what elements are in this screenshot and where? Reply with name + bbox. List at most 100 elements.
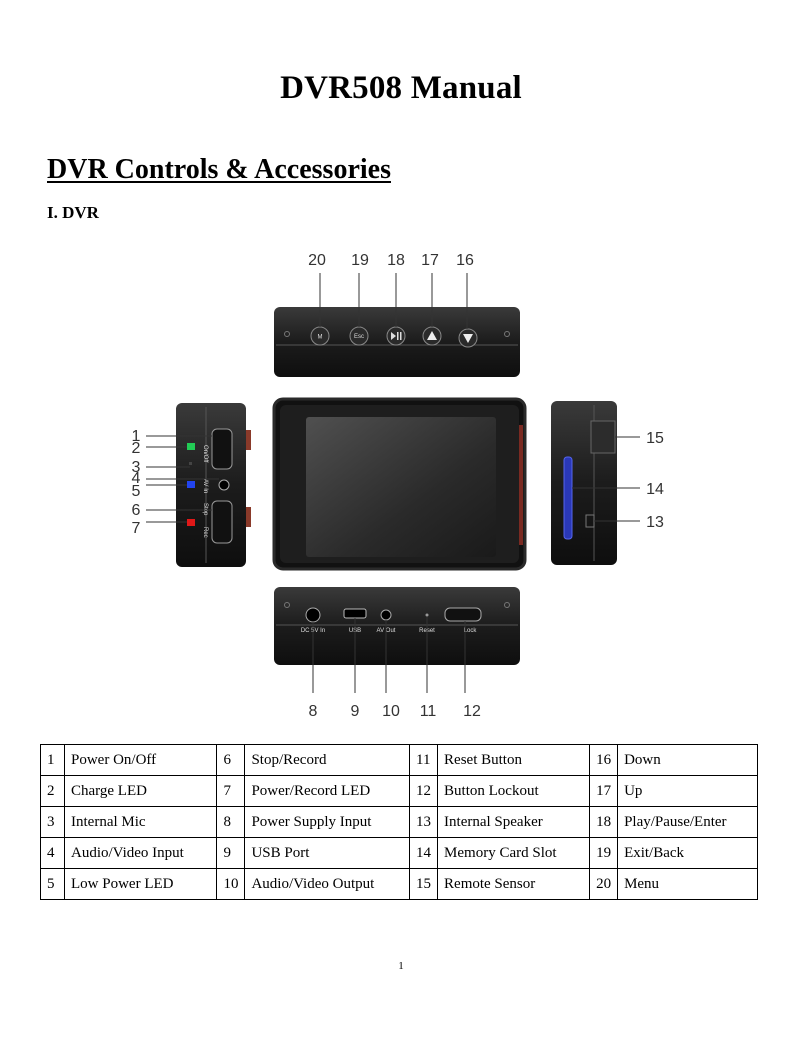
usb-port (343, 608, 367, 619)
av-in-jack (218, 479, 230, 491)
legend-number: 11 (409, 744, 439, 776)
lock-switch (444, 607, 482, 622)
table-row: 1 Power On/Off 6 Stop/Record 11 Reset Bu… (40, 744, 758, 776)
legend-number: 13 (409, 806, 439, 838)
subsection-heading: I. DVR (47, 203, 99, 222)
av-in-label: AV In (202, 479, 208, 493)
legend-label: Audio/Video Output (244, 868, 411, 900)
legend-number: 4 (40, 837, 65, 869)
callout-5: 5 (132, 483, 141, 500)
legend-label: Remote Sensor (437, 868, 591, 900)
lock-label: Lock (464, 628, 478, 634)
table-row: 3 Internal Mic 8 Power Supply Input 13 I… (40, 806, 758, 838)
dvr-left-view: On/Off AV In Stop Rec (176, 403, 251, 567)
legend-label: Internal Mic (63, 806, 218, 838)
legend-number: 15 (409, 868, 439, 900)
play-pause-icon (391, 332, 402, 340)
callout-numbers: 1 2 3 4 5 6 7 8 9 10 11 12 13 14 15 16 1… (132, 252, 664, 720)
legend-label: Down (617, 744, 758, 776)
charge-led (187, 443, 195, 450)
menu-button-label: M (318, 335, 323, 341)
memory-card-slot (563, 456, 573, 540)
power-switch (211, 428, 233, 470)
controls-legend-table: 1 Power On/Off 6 Stop/Record 11 Reset Bu… (40, 744, 758, 900)
legend-label: Play/Pause/Enter (617, 806, 758, 838)
legend-label: Menu (617, 868, 758, 900)
dvr-front-view (272, 397, 527, 571)
legend-label: USB Port (244, 837, 411, 869)
legend-label: Power/Record LED (244, 775, 411, 807)
dc-in-jack (305, 607, 321, 623)
callout-12: 12 (463, 703, 481, 720)
up-arrow-icon (427, 331, 437, 340)
legend-label: Button Lockout (437, 775, 591, 807)
stop-record-switch (211, 500, 233, 544)
legend-label: Up (617, 775, 758, 807)
callout-7: 7 (132, 520, 141, 537)
callout-lines (146, 273, 640, 693)
legend-label: Stop/Record (244, 744, 411, 776)
legend-number: 16 (589, 744, 619, 776)
callout-16: 16 (456, 252, 474, 269)
callout-1: 1 (132, 428, 141, 445)
dvr-figure: M Esc On/Off AV In Stop Rec (132, 252, 664, 720)
dvr-top-view: M Esc (274, 307, 520, 377)
callout-2: 2 (132, 440, 141, 457)
reset-hole (425, 613, 429, 617)
document-title: DVR508 Manual (280, 70, 522, 106)
table-row: 4 Audio/Video Input 9 USB Port 14 Memory… (40, 837, 758, 869)
rec-label: Rec (202, 527, 208, 538)
legend-label: Memory Card Slot (437, 837, 591, 869)
remote-sensor (590, 420, 616, 454)
legend-label: Low Power LED (63, 868, 218, 900)
table-row: 2 Charge LED 7 Power/Record LED 12 Butto… (40, 775, 758, 807)
legend-number: 14 (409, 837, 439, 869)
callout-13: 13 (646, 514, 664, 531)
down-arrow-icon (463, 334, 473, 343)
callout-10: 10 (382, 703, 400, 720)
legend-number: 6 (216, 744, 246, 776)
legend-number: 10 (216, 868, 246, 900)
legend-number: 17 (589, 775, 619, 807)
on-off-label: On/Off (202, 445, 208, 463)
legend-number: 9 (216, 837, 246, 869)
av-out-jack (380, 609, 392, 621)
legend-number: 7 (216, 775, 246, 807)
esc-button-label: Esc (354, 334, 364, 340)
lcd-screen (306, 417, 496, 557)
mic-hole (189, 462, 192, 465)
callout-3: 3 (132, 459, 141, 476)
legend-number: 5 (40, 868, 65, 900)
legend-label: Reset Button (437, 744, 591, 776)
callout-19: 19 (351, 252, 369, 269)
legend-label: Charge LED (63, 775, 218, 807)
dvr-bottom-view: DC 5V In USB AV Out Reset Lock (274, 587, 520, 665)
power-record-led (187, 519, 195, 526)
legend-label: Exit/Back (617, 837, 758, 869)
callout-20: 20 (308, 252, 326, 269)
callout-17: 17 (421, 252, 439, 269)
legend-number: 1 (40, 744, 65, 776)
callout-6: 6 (132, 502, 141, 519)
table-row: 5 Low Power LED 10 Audio/Video Output 15… (40, 868, 758, 900)
legend-label: Audio/Video Input (63, 837, 218, 869)
page-number: 1 (398, 960, 404, 972)
dvr-right-view (551, 401, 617, 565)
legend-number: 20 (589, 868, 619, 900)
callout-15: 15 (646, 430, 664, 447)
callout-8: 8 (309, 703, 318, 720)
callout-9: 9 (351, 703, 360, 720)
legend-number: 18 (589, 806, 619, 838)
callout-18: 18 (387, 252, 405, 269)
low-power-led (187, 481, 195, 488)
legend-number: 3 (40, 806, 65, 838)
legend-label: Power Supply Input (244, 806, 411, 838)
legend-number: 19 (589, 837, 619, 869)
legend-number: 8 (216, 806, 246, 838)
legend-label: Power On/Off (63, 744, 218, 776)
legend-number: 2 (40, 775, 65, 807)
callout-4: 4 (132, 470, 141, 487)
section-heading: DVR Controls & Accessories (47, 154, 391, 185)
legend-number: 12 (409, 775, 439, 807)
legend-label: Internal Speaker (437, 806, 591, 838)
